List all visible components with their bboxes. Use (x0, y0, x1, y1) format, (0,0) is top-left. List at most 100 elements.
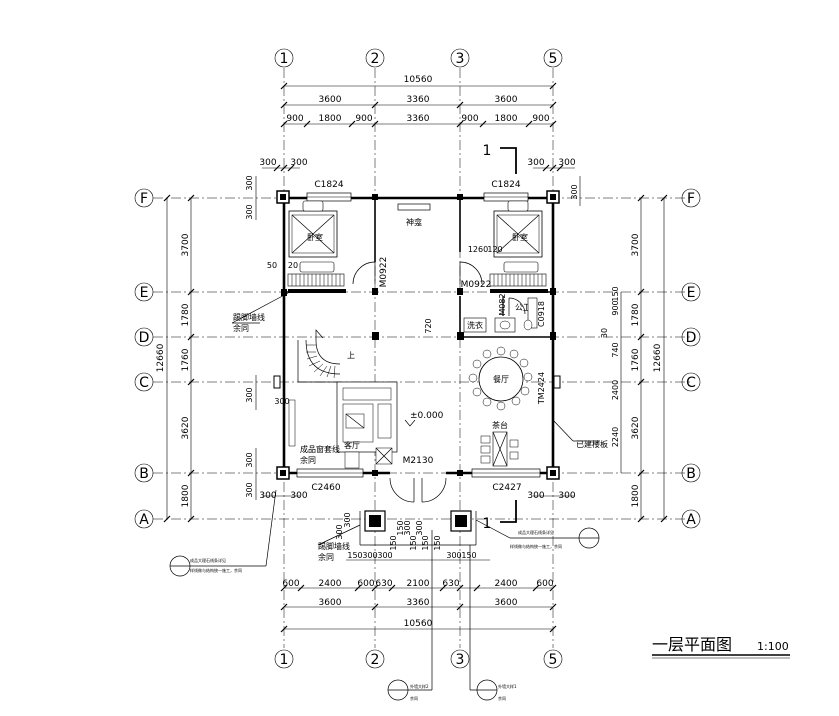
room-label-dining: 餐厅 (493, 375, 509, 384)
svg-text:3360: 3360 (407, 114, 430, 124)
svg-text:300: 300 (245, 387, 254, 402)
axis-label-5-bottom: 5 (549, 652, 558, 668)
svg-text:2400: 2400 (611, 380, 620, 400)
svg-text:150: 150 (611, 286, 620, 301)
svg-text:150: 150 (347, 551, 362, 560)
svg-text:3620: 3620 (181, 416, 191, 439)
svg-text:3360: 3360 (407, 598, 430, 608)
note-window-trim: 成品窗套线 (300, 444, 340, 454)
axis-label-2-bottom: 2 (371, 652, 380, 668)
svg-text:1760: 1760 (631, 348, 641, 371)
door-label-right-bedroom: M0922 (461, 280, 492, 290)
svg-text:300: 300 (415, 520, 424, 535)
callout-bottom-2: 外墙大样1 (498, 683, 517, 689)
dim-top-bay-3: 3600 (495, 95, 518, 105)
svg-text:900: 900 (611, 300, 620, 315)
section-mark-bottom: 1 (483, 516, 492, 532)
room-label-shrine: 神龛 (406, 217, 422, 227)
section-marks: 1 1 (483, 143, 517, 532)
svg-text:50: 50 (267, 261, 277, 270)
svg-text:300: 300 (245, 175, 254, 190)
svg-text:600: 600 (536, 579, 553, 589)
doors (352, 261, 526, 503)
note-skirting: 踢脚墙线 (233, 312, 265, 322)
svg-text:600: 600 (357, 579, 374, 589)
axis-label-D: D (139, 330, 150, 346)
svg-text:300: 300 (570, 184, 579, 199)
window-label-toilet: C0918 (537, 301, 546, 327)
right-dimensions: 12660 3700 1780 1760 3620 1800 900 150 7… (570, 176, 668, 523)
svg-text:3600: 3600 (495, 598, 518, 608)
top-dimensions: 10560 3600 3360 3600 900 1800 900 3360 9… (259, 75, 576, 172)
callout-left-title: 成品大理石线条详见 (190, 557, 226, 563)
window-label-bottom-left: C2460 (311, 483, 340, 493)
svg-text:10560: 10560 (404, 619, 433, 629)
room-label-bedroom-left: 卧室 (307, 232, 323, 242)
svg-text:300: 300 (527, 491, 544, 501)
axis-label-C: C (139, 375, 149, 391)
room-label-wash: 洗衣 (467, 320, 483, 330)
axis-label-1-bottom: 1 (280, 652, 289, 668)
opening-labels: C1824 C1824 M0922 M0922 M2130 C2460 C242… (311, 180, 521, 493)
svg-text:630: 630 (442, 579, 459, 589)
elevation-mark: ±0.000 (410, 411, 444, 421)
axis-bubbles-top: 1 2 3 5 (274, 48, 563, 68)
axis-label-F-right: F (687, 191, 695, 207)
svg-text:300: 300 (245, 204, 254, 219)
detail-callouts: 成品大理石线条详见 样线做与结构统一施工，余同 成品大理石线条详见 样线做与结构… (169, 489, 600, 701)
tea-table: 茶台 (480, 420, 519, 467)
axis-bubbles-bottom: 1 2 3 5 (274, 649, 563, 669)
toilet-area: 公卫 洗衣 C0918 M0821 (463, 288, 546, 333)
svg-text:630: 630 (375, 579, 392, 589)
dim-top-bay-2: 3360 (407, 95, 430, 105)
svg-text:300: 300 (245, 452, 254, 467)
note-porch-skirting: 踢脚墙线 (318, 541, 350, 551)
bedroom-right: 卧室 (489, 200, 547, 287)
svg-text:3700: 3700 (631, 233, 641, 256)
axis-label-B: B (139, 466, 149, 482)
callout-right-title: 成品大理石线条详见 (518, 529, 554, 535)
axis-label-B-right: B (686, 466, 696, 482)
svg-text:120: 120 (487, 245, 502, 254)
notes: 踢脚墙线 余同 成品窗套线 余同 已建楼板 踢脚墙线 余同 (231, 291, 608, 562)
note-existing-slab: 已建楼板 (576, 439, 608, 449)
svg-text:1800: 1800 (495, 114, 518, 124)
svg-text:900: 900 (532, 114, 549, 124)
room-label-tea: 茶台 (492, 420, 508, 430)
svg-text:3600: 3600 (319, 598, 342, 608)
svg-text:300: 300 (245, 482, 254, 497)
svg-text:300: 300 (274, 397, 289, 406)
window-label-top-left: C1824 (314, 180, 343, 190)
axis-label-3-bottom: 3 (456, 652, 465, 668)
svg-text:余同: 余同 (233, 323, 249, 333)
svg-text:900: 900 (461, 114, 478, 124)
svg-text:150: 150 (421, 535, 430, 550)
svg-text:3620: 3620 (631, 416, 641, 439)
axis-label-D-right: D (686, 330, 697, 346)
bedroom-left: 卧室 (287, 200, 345, 287)
svg-text:900: 900 (286, 114, 303, 124)
section-mark-top: 1 (483, 143, 492, 159)
drawing-title-block: 一层平面图 1:100 (652, 635, 790, 659)
svg-text:900: 900 (355, 114, 372, 124)
svg-text:600: 600 (282, 579, 299, 589)
door-label-left-bedroom: M0922 (379, 257, 389, 288)
svg-text:2100: 2100 (407, 579, 430, 589)
svg-text:余同: 余同 (300, 455, 316, 465)
svg-text:150: 150 (461, 551, 476, 560)
axis-label-C-right: C (686, 375, 696, 391)
dining-area: 餐厅 TM2424 (468, 345, 554, 420)
axis-label-A-right: A (686, 512, 696, 528)
exterior-walls (282, 192, 555, 478)
porch: 150 300 300 300 150 300 150 300 300 300 … (335, 510, 490, 561)
svg-text:740: 740 (611, 342, 620, 357)
bottom-dimensions: 300 300 300 300 600 2400 600 630 2100 63… (259, 491, 576, 633)
svg-text:1760: 1760 (181, 348, 191, 371)
room-label-toilet: 公卫 (515, 303, 531, 312)
svg-text:300: 300 (343, 512, 352, 527)
svg-text:30: 30 (600, 328, 609, 338)
axis-label-F: F (140, 191, 148, 207)
svg-text:720: 720 (424, 318, 433, 333)
svg-text:2240: 2240 (611, 427, 620, 447)
